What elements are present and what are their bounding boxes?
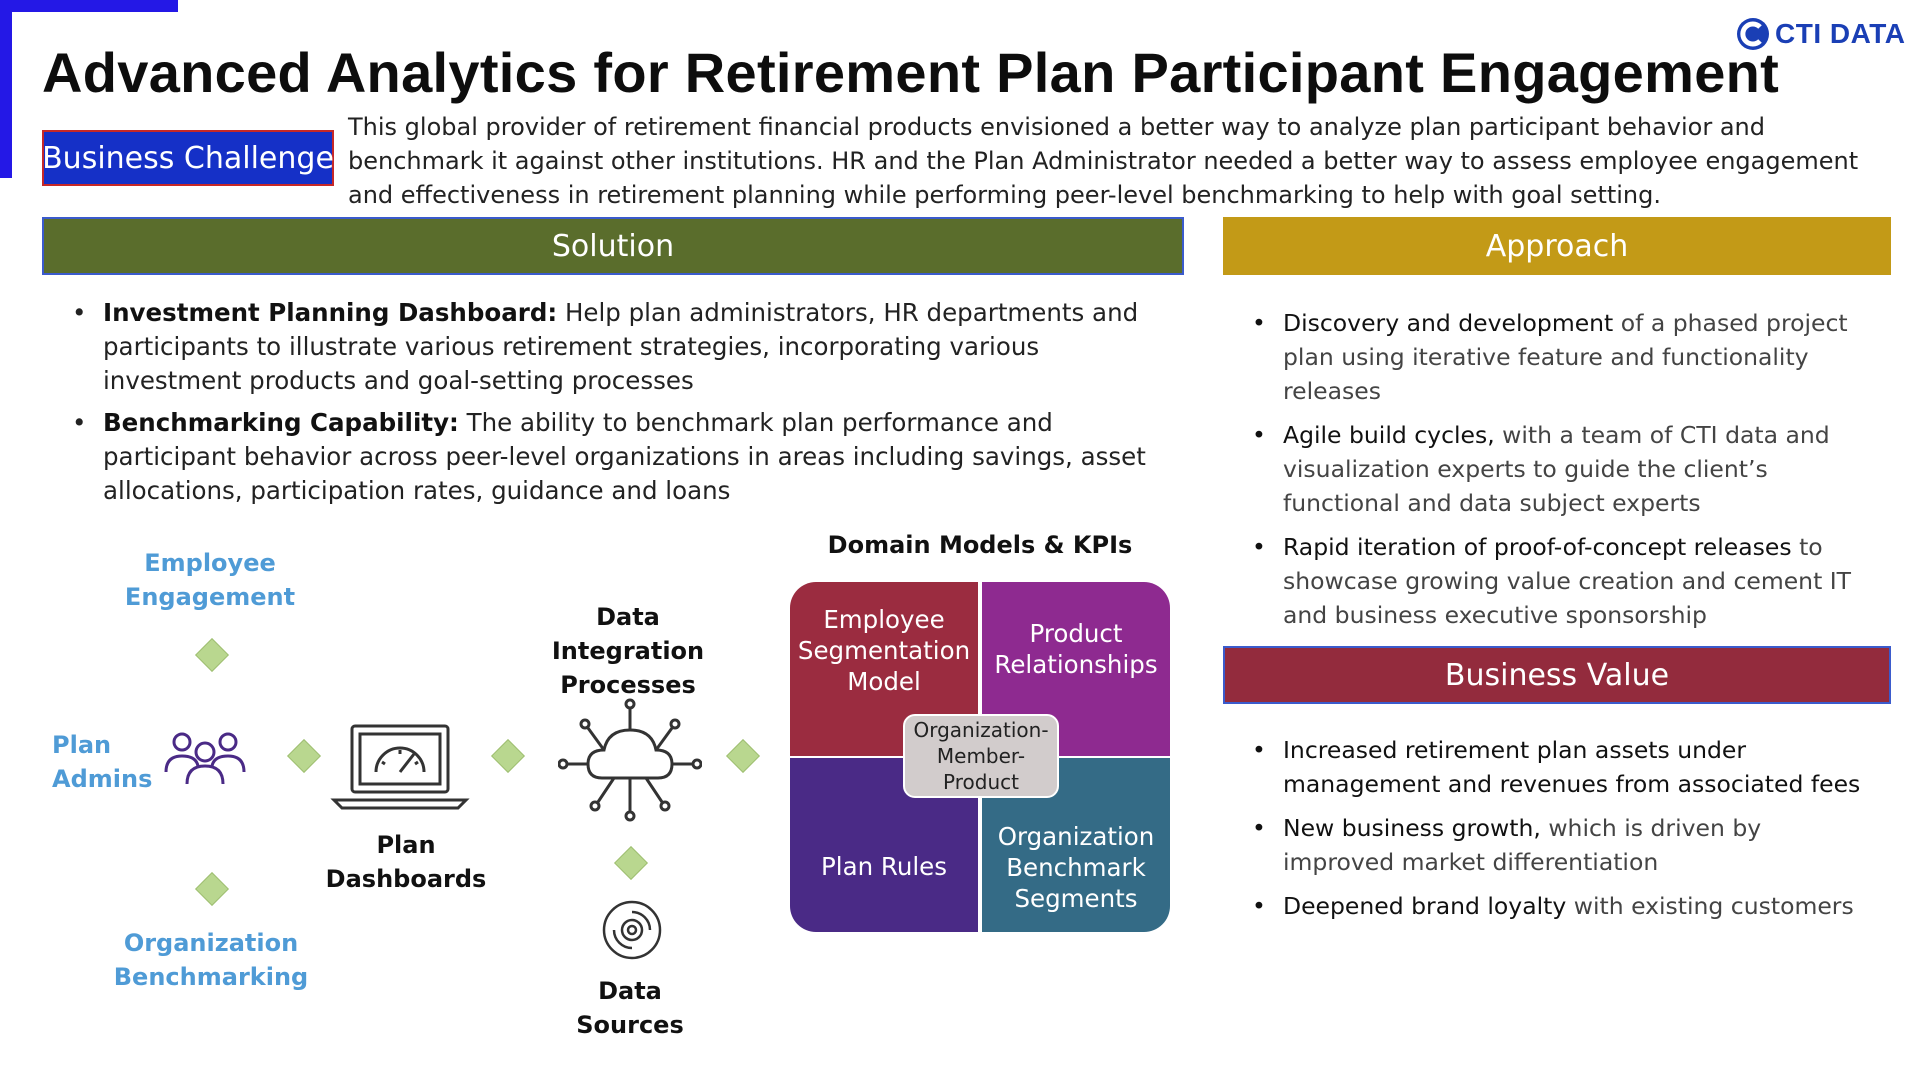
connector-diamond bbox=[491, 739, 525, 773]
employee-engagement-label: Employee Engagement bbox=[124, 549, 296, 611]
domain-models-title: Domain Models & KPIs bbox=[827, 531, 1133, 559]
solution-list: Investment Planning Dashboard: Help plan… bbox=[58, 296, 1178, 516]
data-integration-label: Data Integration Processes bbox=[551, 603, 705, 699]
list-item: Benchmarking Capability: The ability to … bbox=[58, 406, 1178, 508]
data-source-disc-icon bbox=[602, 900, 662, 960]
list-item: Deepened brand loyalty with existing cus… bbox=[1238, 889, 1878, 923]
plan-admins-label: Plan Admins bbox=[52, 731, 153, 793]
cloud-network-icon bbox=[558, 698, 702, 822]
list-item: Increased retirement plan assets under m… bbox=[1238, 733, 1878, 801]
business-value-header: Business Value bbox=[1223, 646, 1891, 704]
list-item-title: Discovery and development bbox=[1283, 309, 1614, 337]
approach-header: Approach bbox=[1223, 217, 1891, 275]
list-item-text: The ability to benchmark plan performanc… bbox=[103, 408, 1146, 505]
connector-diamond bbox=[195, 638, 229, 672]
connector-diamond bbox=[287, 739, 321, 773]
business-challenge-text: This global provider of retirement finan… bbox=[348, 113, 1859, 209]
business-value-list: Increased retirement plan assets under m… bbox=[1238, 733, 1878, 933]
left-accent-bar bbox=[0, 0, 12, 178]
list-item-text: of a phased project plan using iterative… bbox=[1283, 309, 1848, 405]
list-item-title: Investment Planning Dashboard: bbox=[103, 298, 558, 327]
list-item-title: New business growth, bbox=[1283, 814, 1541, 842]
logo-text: CTI DATA bbox=[1775, 18, 1906, 49]
list-item: Discovery and development of a phased pr… bbox=[1238, 306, 1878, 408]
list-item-title: Agile build cycles, bbox=[1283, 421, 1495, 449]
top-accent-bar bbox=[0, 0, 178, 12]
list-item-title: Deepened brand loyalty bbox=[1283, 892, 1567, 920]
list-item-title: Benchmarking Capability: bbox=[103, 408, 459, 437]
list-item-text: with existing customers bbox=[1566, 892, 1854, 920]
people-icon bbox=[164, 732, 246, 785]
cti-logo-icon bbox=[1737, 18, 1769, 50]
list-item-title: Rapid iteration of proof-of-concept rele… bbox=[1283, 533, 1792, 561]
connector-diamond bbox=[195, 872, 229, 906]
approach-list: Discovery and development of a phased pr… bbox=[1238, 306, 1878, 642]
list-item: New business growth, which is driven by … bbox=[1238, 811, 1878, 879]
data-sources-label: Data Sources bbox=[576, 977, 684, 1039]
cti-data-logo: CTI DATA bbox=[1735, 12, 1906, 56]
list-item-text: which is driven by improved market diffe… bbox=[1283, 814, 1762, 876]
center-organization-member-product: Organization-Member-Product bbox=[903, 714, 1059, 798]
connector-diamond bbox=[614, 846, 648, 880]
list-item: Agile build cycles, with a team of CTI d… bbox=[1238, 418, 1878, 520]
business-challenge-label: Business Challenge bbox=[42, 130, 334, 186]
list-item-text: with a team of CTI data and visualizatio… bbox=[1283, 421, 1830, 517]
plan-dashboards-label: Plan Dashboards bbox=[325, 831, 487, 893]
list-item-title: Increased retirement plan assets under m… bbox=[1283, 736, 1861, 798]
connector-diamond bbox=[726, 739, 760, 773]
list-item-text: to showcase growing value creation and c… bbox=[1283, 533, 1852, 629]
solution-header: Solution bbox=[42, 217, 1184, 275]
list-item: Rapid iteration of proof-of-concept rele… bbox=[1238, 530, 1878, 632]
list-item-text: Help plan administrators, HR departments… bbox=[103, 298, 1139, 395]
list-item: Investment Planning Dashboard: Help plan… bbox=[58, 296, 1178, 398]
laptop-dashboard-icon bbox=[330, 724, 470, 810]
page-title: Advanced Analytics for Retirement Plan P… bbox=[42, 41, 1780, 104]
organization-benchmarking-label: Organization Benchmarking bbox=[113, 929, 309, 991]
